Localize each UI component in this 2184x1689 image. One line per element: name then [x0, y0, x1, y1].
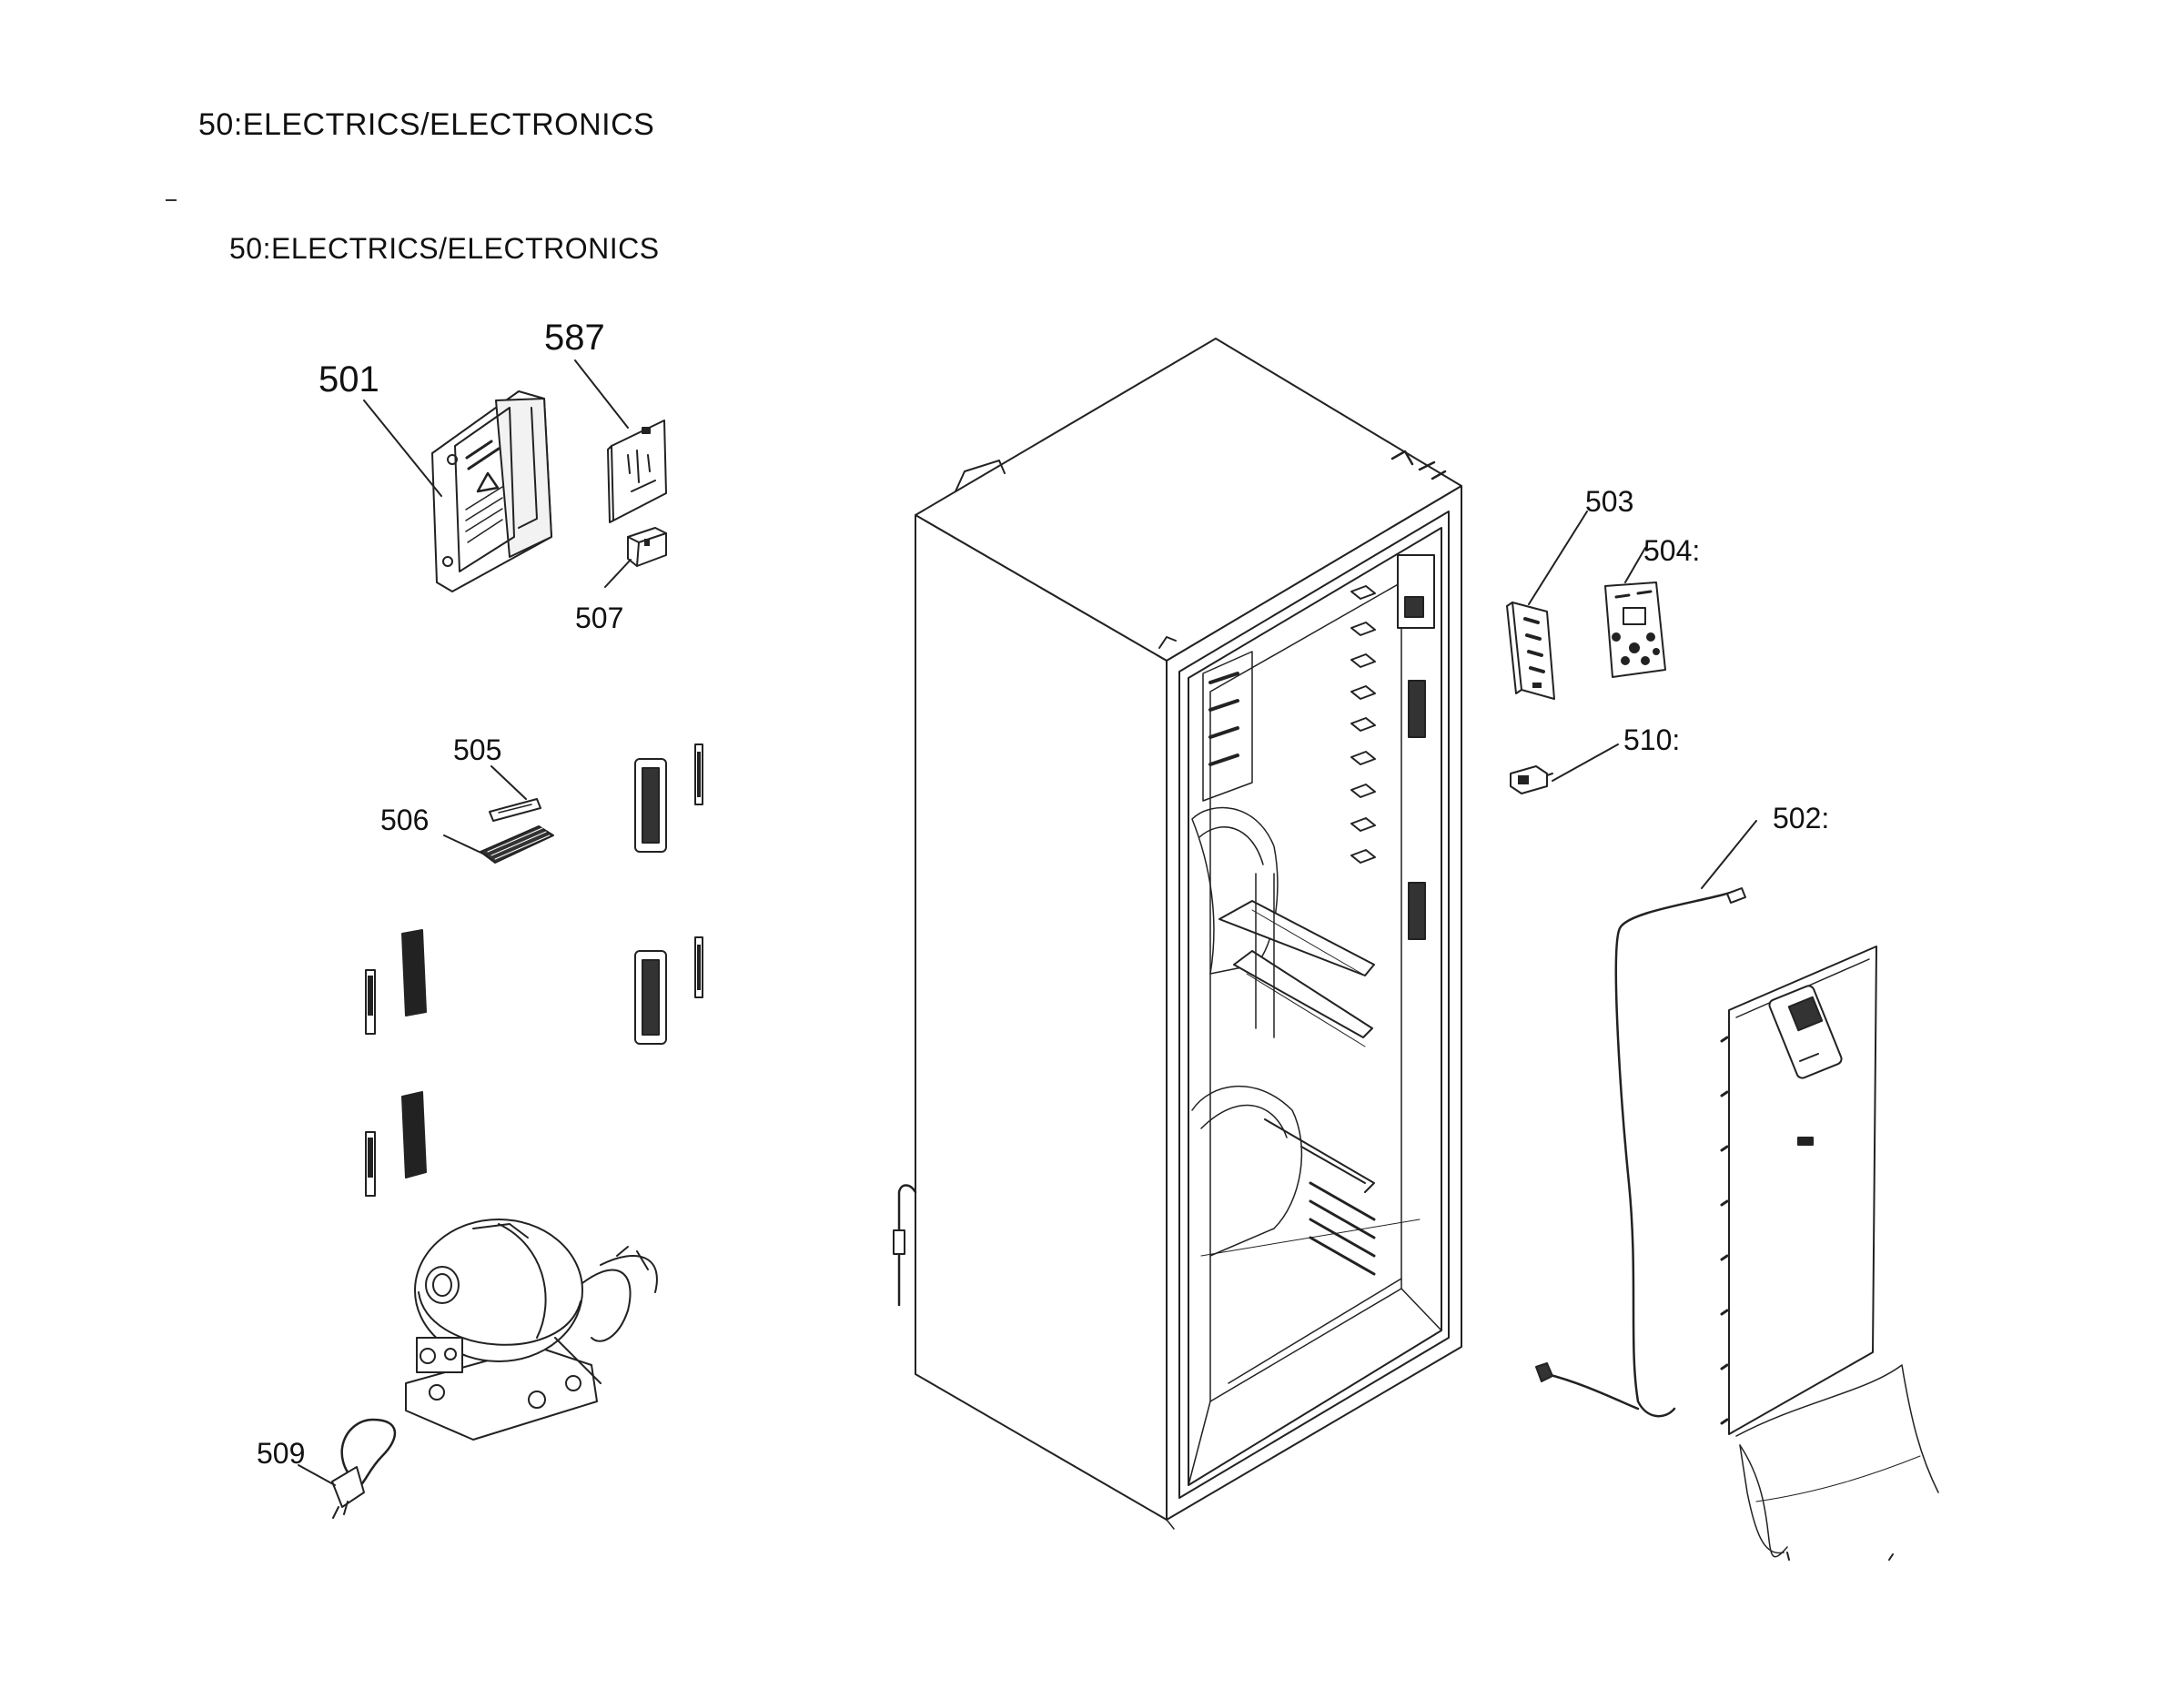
- label-509: 509: [257, 1437, 305, 1470]
- leader-503: [1528, 511, 1588, 605]
- leader-587: [574, 359, 629, 429]
- part-506-diffuser[interactable]: [480, 825, 554, 864]
- led-module-2[interactable]: [634, 936, 703, 1045]
- label-501: 501: [318, 359, 379, 399]
- part-503-display[interactable]: [1506, 602, 1555, 700]
- leader-501: [363, 399, 442, 497]
- diagram-subtitle: 50:ELECTRICS/ELECTRONICS: [229, 232, 660, 265]
- part-504-board[interactable]: [1604, 582, 1666, 678]
- leader-506: [443, 834, 488, 856]
- label-504: 504:: [1643, 534, 1700, 567]
- compressor[interactable]: [405, 1219, 658, 1441]
- part-502-sensor-cable[interactable]: [1535, 887, 1746, 1418]
- led-module-4[interactable]: [365, 1091, 427, 1197]
- label-507: 507: [575, 602, 623, 634]
- led-module-3[interactable]: [365, 929, 427, 1035]
- part-510-switch[interactable]: [1510, 765, 1553, 794]
- leader-502: [1701, 820, 1757, 889]
- inner-door-panel[interactable]: [1720, 946, 1939, 1561]
- leader-505: [490, 765, 527, 800]
- part-507-relay[interactable]: [627, 527, 667, 567]
- label-506: 506: [380, 804, 429, 836]
- part-587-board[interactable]: [607, 420, 667, 523]
- leader-510: [1552, 743, 1619, 782]
- part-505-lamp[interactable]: [489, 798, 541, 822]
- part-509-power-cord[interactable]: [331, 1418, 397, 1519]
- label-510: 510:: [1623, 723, 1680, 756]
- label-587: 587: [544, 318, 605, 358]
- diagram-title: 50:ELECTRICS/ELECTRONICS: [198, 107, 655, 142]
- refrigerator-cabinet: [893, 338, 1462, 1530]
- leader-504: [1624, 547, 1646, 583]
- separator-dash: [166, 199, 177, 201]
- led-module-1[interactable]: [634, 743, 703, 853]
- label-502: 502:: [1773, 802, 1829, 834]
- leader-509: [298, 1464, 336, 1486]
- part-501-cover[interactable]: [431, 390, 552, 592]
- label-503: 503: [1585, 485, 1633, 518]
- label-505: 505: [453, 733, 501, 766]
- leader-507: [604, 559, 632, 588]
